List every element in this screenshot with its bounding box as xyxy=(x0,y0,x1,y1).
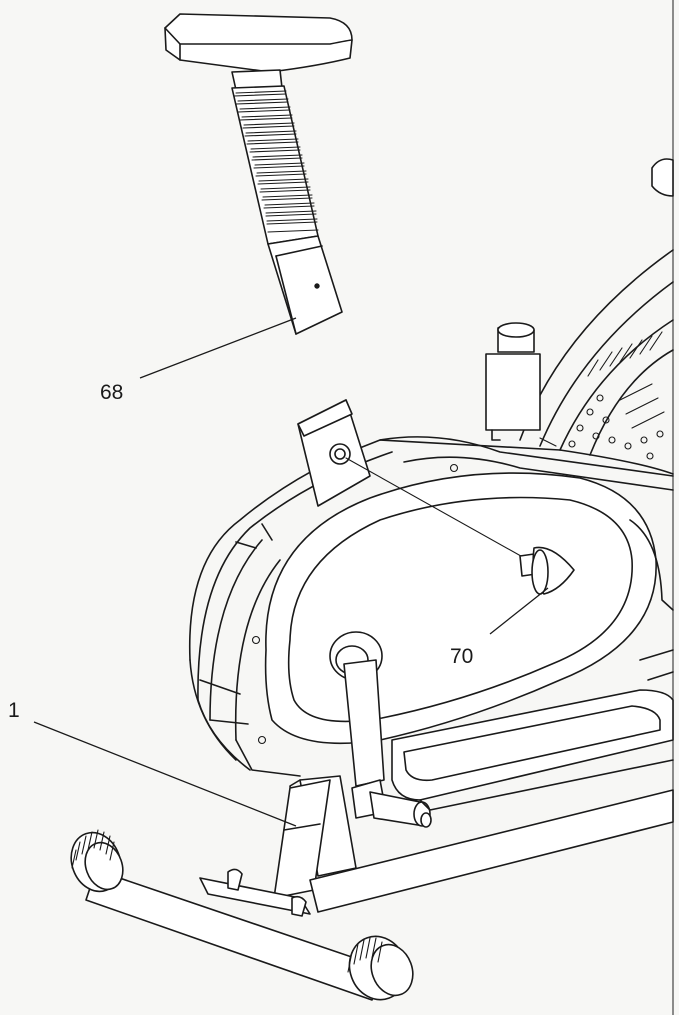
right-end-cap xyxy=(347,935,414,1001)
seat-bracket xyxy=(297,399,371,507)
pedal xyxy=(391,689,674,811)
assembly-axis-line xyxy=(345,457,529,561)
callout-label-68: 68 xyxy=(100,381,124,404)
left-end-cap xyxy=(70,829,124,893)
crank-arm xyxy=(329,631,432,828)
callout-leader-70 xyxy=(489,587,549,635)
callout-leader-68 xyxy=(139,317,297,379)
adjustment-knob xyxy=(519,546,575,595)
callout-leader-1 xyxy=(33,721,297,827)
flywheel-cover-upper xyxy=(485,158,674,460)
seat-assembly xyxy=(164,13,353,335)
seat-post-ribs xyxy=(231,85,319,245)
callout-label-70: 70 xyxy=(450,645,474,668)
lower-frame xyxy=(199,775,674,917)
stabilizer-tube xyxy=(70,829,414,1001)
callout-label-1: 1 xyxy=(8,699,20,722)
